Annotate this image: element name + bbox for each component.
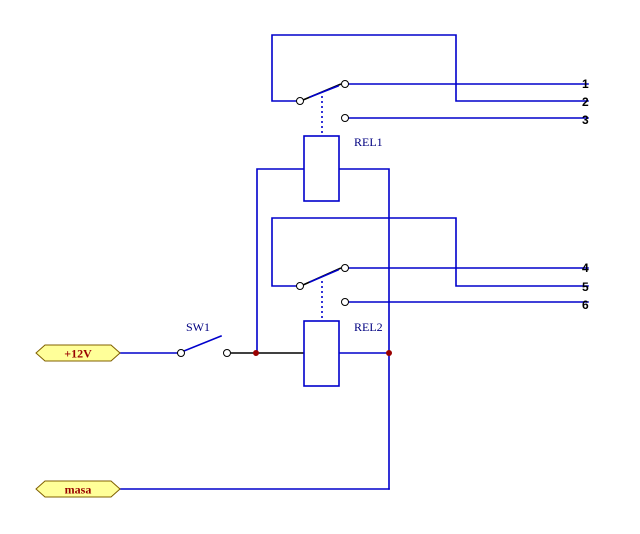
rel1-no-contact — [341, 80, 349, 88]
rel1-label: REL1 — [354, 135, 383, 149]
sw1-contact-right — [223, 349, 231, 357]
terminal-1: 1 — [582, 77, 589, 91]
ground-port: masa — [35, 480, 121, 498]
rel1-coil — [303, 135, 340, 202]
junction-right — [386, 350, 392, 356]
rel1-contacts — [271, 34, 589, 136]
sw1-contact-left — [177, 349, 185, 357]
rel1-common-contact — [296, 97, 304, 105]
rel1-switch-blade-blue — [308, 84, 340, 99]
rel2-contacts — [271, 217, 589, 321]
ground-port-shape — [35, 480, 121, 498]
rel1-coil-group: REL1 — [256, 135, 390, 490]
rel1-nc-contact — [341, 114, 349, 122]
supply-port: +12V — [35, 344, 121, 362]
terminal-6: 6 — [582, 298, 589, 312]
sw1-label: SW1 — [186, 320, 210, 334]
rel1-coil-right-wire — [338, 168, 390, 490]
terminal-5: 5 — [582, 280, 589, 294]
supply-port-shape — [35, 344, 121, 362]
rel2-coil — [303, 320, 340, 387]
rel2-coil-group: REL2 — [231, 320, 390, 387]
sw1-group: SW1 — [119, 320, 231, 357]
rel1-coil-left-wire — [256, 168, 305, 354]
ground-port-label: masa — [65, 483, 92, 497]
junction-left — [253, 350, 259, 356]
rel2-switch-blade-blue — [308, 268, 340, 284]
terminal-3: 3 — [582, 113, 589, 127]
rel2-common-contact — [296, 282, 304, 290]
supply-port-label: +12V — [64, 347, 92, 361]
rel2-nc-contact — [341, 298, 349, 306]
terminal-4: 4 — [582, 261, 589, 275]
rel2-label: REL2 — [354, 320, 383, 334]
sw1-blade — [182, 334, 223, 353]
rel2-no-contact — [341, 264, 349, 272]
rel1-common-loop-wire — [271, 34, 589, 102]
rel2-common-loop-wire — [271, 217, 589, 287]
terminal-2: 2 — [582, 95, 589, 109]
